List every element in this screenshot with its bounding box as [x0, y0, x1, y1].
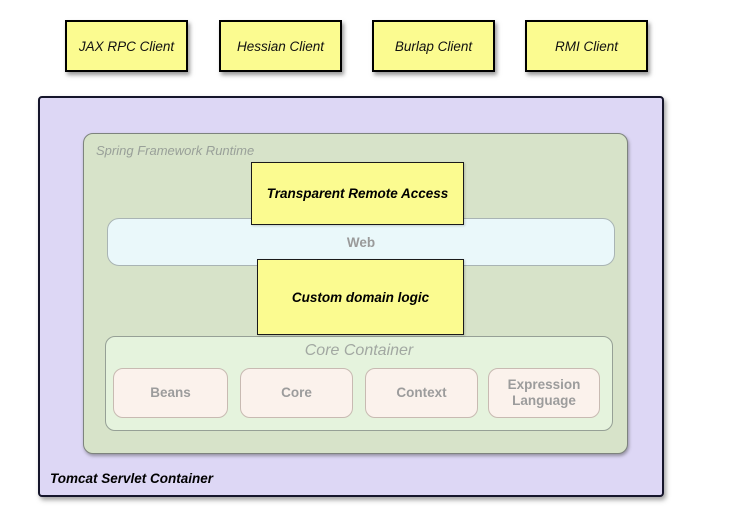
- web-layer-label: Web: [346, 234, 376, 250]
- module-label: Context: [396, 384, 447, 400]
- module-label: Beans: [150, 384, 191, 400]
- core-container-label: Core Container: [304, 342, 414, 359]
- client-box-hessian: Hessian Client: [219, 20, 342, 72]
- client-box-label: RMI Client: [554, 38, 618, 54]
- module-label: Expression Language: [507, 376, 581, 408]
- module-label: Core: [281, 384, 312, 400]
- tomcat-container-label: Tomcat Servlet Container: [50, 471, 214, 486]
- module-box-context: Context: [365, 368, 478, 418]
- spring-runtime-label: Spring Framework Runtime: [96, 143, 255, 158]
- client-box-rmi: RMI Client: [525, 20, 648, 72]
- module-box-expression-language: Expression Language: [488, 368, 600, 418]
- client-box-label: Hessian Client: [236, 38, 325, 54]
- client-box-label: Burlap Client: [394, 38, 473, 54]
- transparent-remote-access-label: Transparent Remote Access: [266, 186, 449, 201]
- spring-framework-runtime: Spring Framework Runtime Transparent Rem…: [83, 133, 628, 454]
- client-box-burlap: Burlap Client: [372, 20, 495, 72]
- custom-domain-logic-label: Custom domain logic: [291, 289, 430, 305]
- module-box-beans: Beans: [113, 368, 228, 418]
- client-box-label: JAX RPC Client: [78, 38, 175, 54]
- module-box-core: Core: [240, 368, 353, 418]
- core-container: Core Container Beans Core Context Expres…: [105, 336, 613, 431]
- transparent-remote-access-box: Transparent Remote Access: [251, 162, 464, 225]
- custom-domain-logic-box: Custom domain logic: [257, 259, 464, 335]
- tomcat-servlet-container: Tomcat Servlet Container Spring Framewor…: [38, 96, 664, 497]
- client-box-jax-rpc: JAX RPC Client: [65, 20, 188, 72]
